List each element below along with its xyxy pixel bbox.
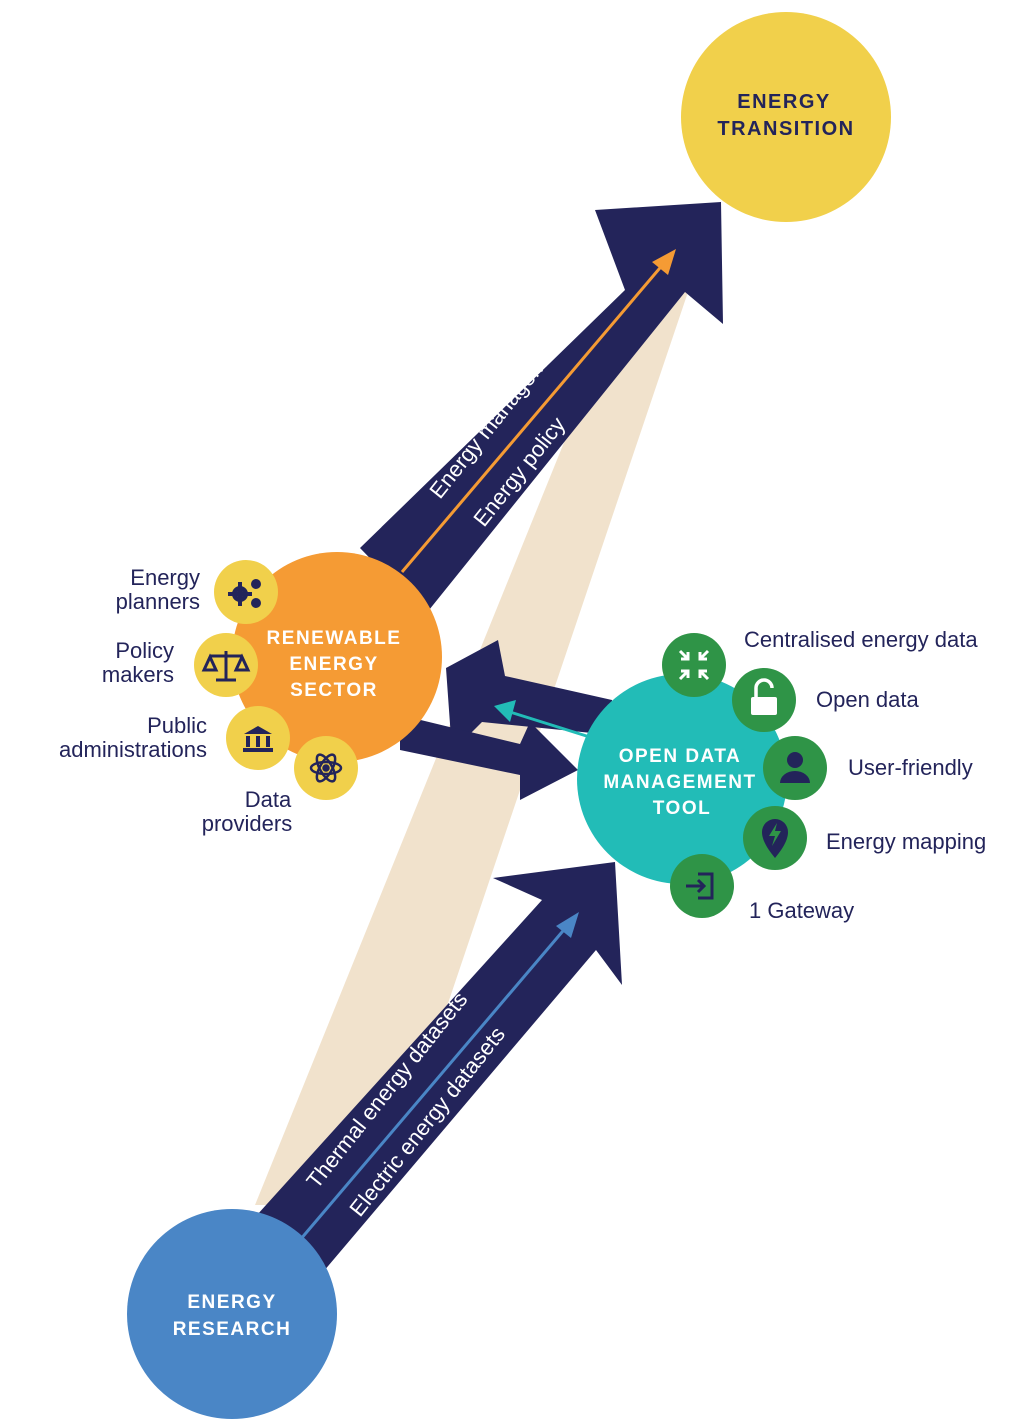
stakeholder-label-public-1: Public bbox=[147, 713, 207, 738]
map-pin-bolt-icon bbox=[762, 819, 788, 858]
feature-label-open-data: Open data bbox=[816, 687, 920, 712]
feature-badge-centralised bbox=[662, 633, 726, 697]
arrow-upper-accent-head bbox=[652, 249, 676, 275]
energy-transition-label-2: TRANSITION bbox=[717, 118, 854, 140]
open-data-tool-node bbox=[577, 674, 787, 884]
energy-research-label-2: RESEARCH bbox=[173, 1319, 292, 1340]
arrow-lower-accent bbox=[298, 924, 570, 1241]
stakeholder-badge-data bbox=[294, 736, 358, 800]
compress-arrows-icon bbox=[678, 649, 710, 681]
feature-badge-open-data bbox=[732, 668, 796, 732]
energy-research-node bbox=[127, 1209, 337, 1419]
energy-research-label-1: ENERGY bbox=[187, 1292, 276, 1313]
renewable-sector-label-3: SECTOR bbox=[290, 680, 378, 701]
arrow-upper-accent bbox=[400, 261, 667, 573]
stakeholder-label-policy-1: Policy bbox=[115, 638, 174, 663]
stakeholder-badge-planners bbox=[214, 560, 278, 624]
stakeholder-label-public-2: administrations bbox=[59, 737, 207, 762]
stakeholder-label-data-2: providers bbox=[202, 811, 292, 836]
renewable-sector-node bbox=[232, 552, 442, 762]
stakeholder-label-planners-2: planners bbox=[116, 589, 200, 614]
atom-icon bbox=[309, 753, 343, 783]
feature-badge-mapping bbox=[743, 806, 807, 870]
energy-transition-node bbox=[681, 12, 891, 222]
feature-label-user-friendly: User-friendly bbox=[848, 755, 973, 780]
renewable-sector-label-2: ENERGY bbox=[289, 654, 378, 675]
feature-badge-gateway bbox=[670, 854, 734, 918]
open-data-tool-label-1: OPEN DATA bbox=[619, 746, 742, 767]
stakeholder-badge-policy bbox=[194, 633, 258, 697]
feature-badge-user-friendly bbox=[763, 736, 827, 800]
renewable-sector-label-1: RENEWABLE bbox=[267, 628, 402, 649]
energy-transition-label-1: ENERGY bbox=[737, 91, 830, 113]
feature-label-mapping: Energy mapping bbox=[826, 829, 986, 854]
open-data-tool-label-3: TOOL bbox=[653, 798, 711, 819]
institution-icon bbox=[243, 726, 273, 752]
stakeholder-label-planners-1: Energy bbox=[130, 565, 200, 590]
open-data-tool-label-2: MANAGEMENT bbox=[603, 772, 756, 793]
feature-label-gateway: 1 Gateway bbox=[749, 898, 854, 923]
arrow-forward-shape bbox=[400, 715, 578, 800]
feature-label-centralised: Centralised energy data bbox=[744, 627, 978, 652]
arrow-feedback-accent-head bbox=[494, 700, 516, 722]
arrow-feedback-shape bbox=[446, 640, 612, 752]
login-icon bbox=[686, 872, 714, 900]
scales-icon bbox=[201, 651, 251, 682]
arrow-lower-accent-head bbox=[556, 912, 579, 938]
gears-icon bbox=[228, 579, 261, 608]
stakeholder-badge-public bbox=[226, 706, 290, 770]
stakeholder-label-data-1: Data bbox=[245, 787, 292, 812]
stakeholder-label-policy-2: makers bbox=[102, 662, 174, 687]
user-icon bbox=[780, 752, 810, 783]
unlock-icon bbox=[751, 678, 777, 715]
